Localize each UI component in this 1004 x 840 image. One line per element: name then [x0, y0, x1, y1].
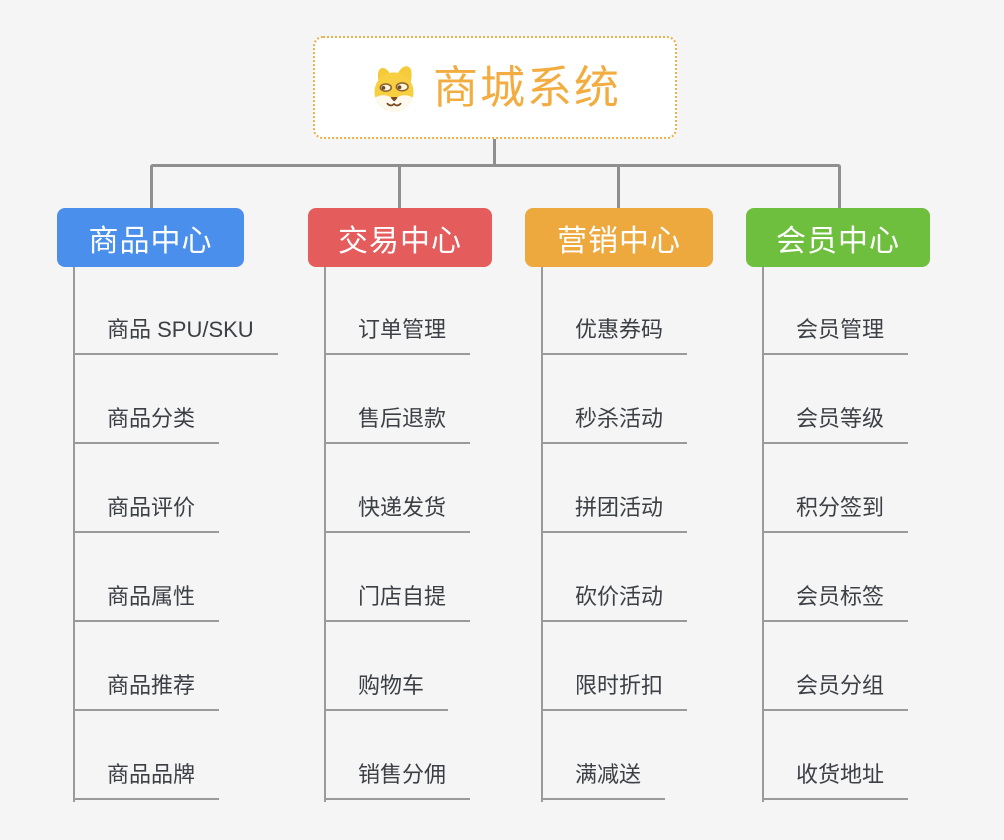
dog-face-icon	[369, 63, 419, 113]
leaf-node[interactable]: 商品评价	[73, 494, 220, 533]
leaf-node[interactable]: 会员管理	[762, 316, 909, 355]
branch-node[interactable]: 商品中心	[57, 208, 244, 267]
branch-children: 优惠券码秒杀活动拼团活动砍价活动限时折扣满减送	[541, 267, 688, 800]
connector-drop-branch2	[398, 166, 401, 208]
branch-trunk-line	[73, 267, 75, 802]
leaf-node[interactable]: 商品 SPU/SKU	[73, 316, 278, 355]
connector-root-stub	[493, 139, 496, 166]
leaf-node[interactable]: 商品品牌	[73, 761, 220, 800]
leaf-node[interactable]: 门店自提	[324, 583, 471, 622]
leaf-node[interactable]: 会员分组	[762, 672, 909, 711]
root-title: 商城系统	[432, 62, 621, 113]
leaf-node[interactable]: 销售分佣	[324, 761, 471, 800]
branch-node[interactable]: 营销中心	[525, 208, 713, 267]
leaf-node[interactable]: 购物车	[324, 672, 449, 711]
leaf-node[interactable]: 订单管理	[324, 316, 471, 355]
connector-drop-branch3	[617, 166, 620, 208]
leaf-node[interactable]: 优惠券码	[541, 316, 688, 355]
leaf-node[interactable]: 商品属性	[73, 583, 220, 622]
leaf-node[interactable]: 商品推荐	[73, 672, 220, 711]
leaf-node[interactable]: 限时折扣	[541, 672, 688, 711]
leaf-node[interactable]: 会员等级	[762, 405, 909, 444]
leaf-node[interactable]: 商品分类	[73, 405, 220, 444]
branch-trunk-line	[762, 267, 764, 802]
branch-children: 会员管理会员等级积分签到会员标签会员分组收货地址	[762, 267, 909, 800]
branch-children: 订单管理售后退款快递发货门店自提购物车销售分佣	[324, 267, 471, 800]
leaf-node[interactable]: 秒杀活动	[541, 405, 688, 444]
leaf-node[interactable]: 收货地址	[762, 761, 909, 800]
leaf-node[interactable]: 拼团活动	[541, 494, 688, 533]
branch-label: 交易中心	[338, 224, 462, 258]
connector-bracket	[150, 164, 841, 208]
leaf-node[interactable]: 售后退款	[324, 405, 471, 444]
leaf-node[interactable]: 积分签到	[762, 494, 909, 533]
branch-label: 营销中心	[557, 224, 681, 258]
branch-node[interactable]: 会员中心	[746, 208, 930, 267]
leaf-node[interactable]: 满减送	[541, 761, 666, 800]
branch-trunk-line	[541, 267, 543, 802]
leaf-node[interactable]: 砍价活动	[541, 583, 688, 622]
leaf-node[interactable]: 会员标签	[762, 583, 909, 622]
root-node[interactable]: 商城系统	[313, 36, 677, 139]
branch-node[interactable]: 交易中心	[308, 208, 492, 267]
leaf-node[interactable]: 快递发货	[324, 494, 471, 533]
branch-trunk-line	[324, 267, 326, 802]
branch-children: 商品 SPU/SKU 商品分类商品评价商品属性商品推荐商品品牌	[73, 267, 278, 800]
branch-label: 商品中心	[88, 224, 213, 258]
branch-label: 会员中心	[776, 224, 900, 258]
